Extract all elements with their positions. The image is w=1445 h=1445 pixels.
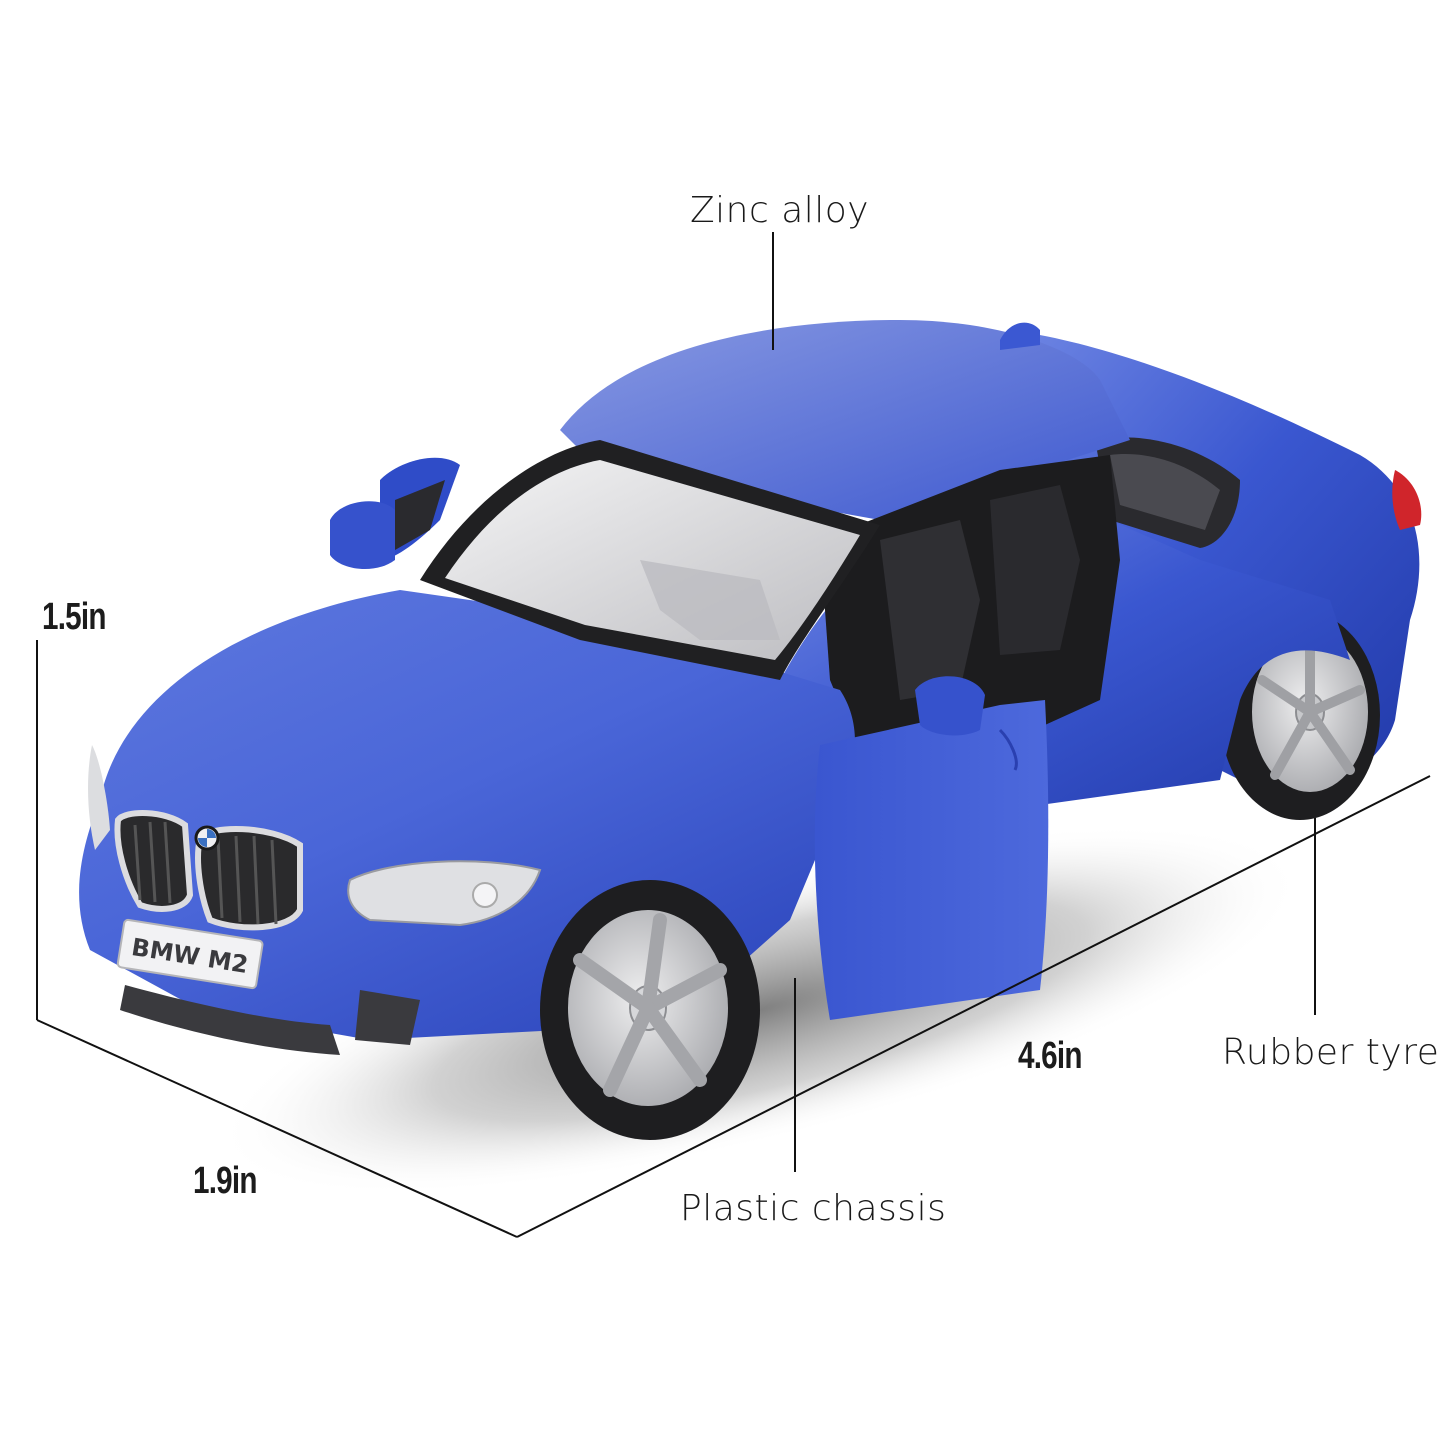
callout-lines [772,232,1316,1172]
roof-antenna [1000,322,1040,350]
right-mirror [915,676,985,736]
front-bumper-intake [120,985,340,1055]
left-mirror [330,501,395,570]
headlight-right [347,860,542,927]
right-door-open [814,700,1049,1020]
callout-rubber-tyre: Rubber tyre [1222,1032,1440,1073]
license-plate: BMW M2 [116,918,264,990]
bmw-roundel [194,825,220,851]
width-line [36,1019,518,1238]
dimension-height: 1.5in [42,596,106,638]
headlight-left [88,745,110,850]
length-line [516,775,1431,1238]
front-wheel [540,880,760,1140]
callout-zinc-alloy: Zinc alloy [690,190,870,231]
dimension-lines [36,640,1431,1238]
tail-light [1392,470,1422,530]
side-intake [355,990,420,1045]
kidney-grille [114,810,303,931]
dimension-width: 1.9in [193,1160,257,1202]
dimension-length: 4.6in [1018,1035,1082,1077]
callout-plastic-chassis: Plastic chassis [680,1188,947,1229]
car-roof [560,320,1130,520]
